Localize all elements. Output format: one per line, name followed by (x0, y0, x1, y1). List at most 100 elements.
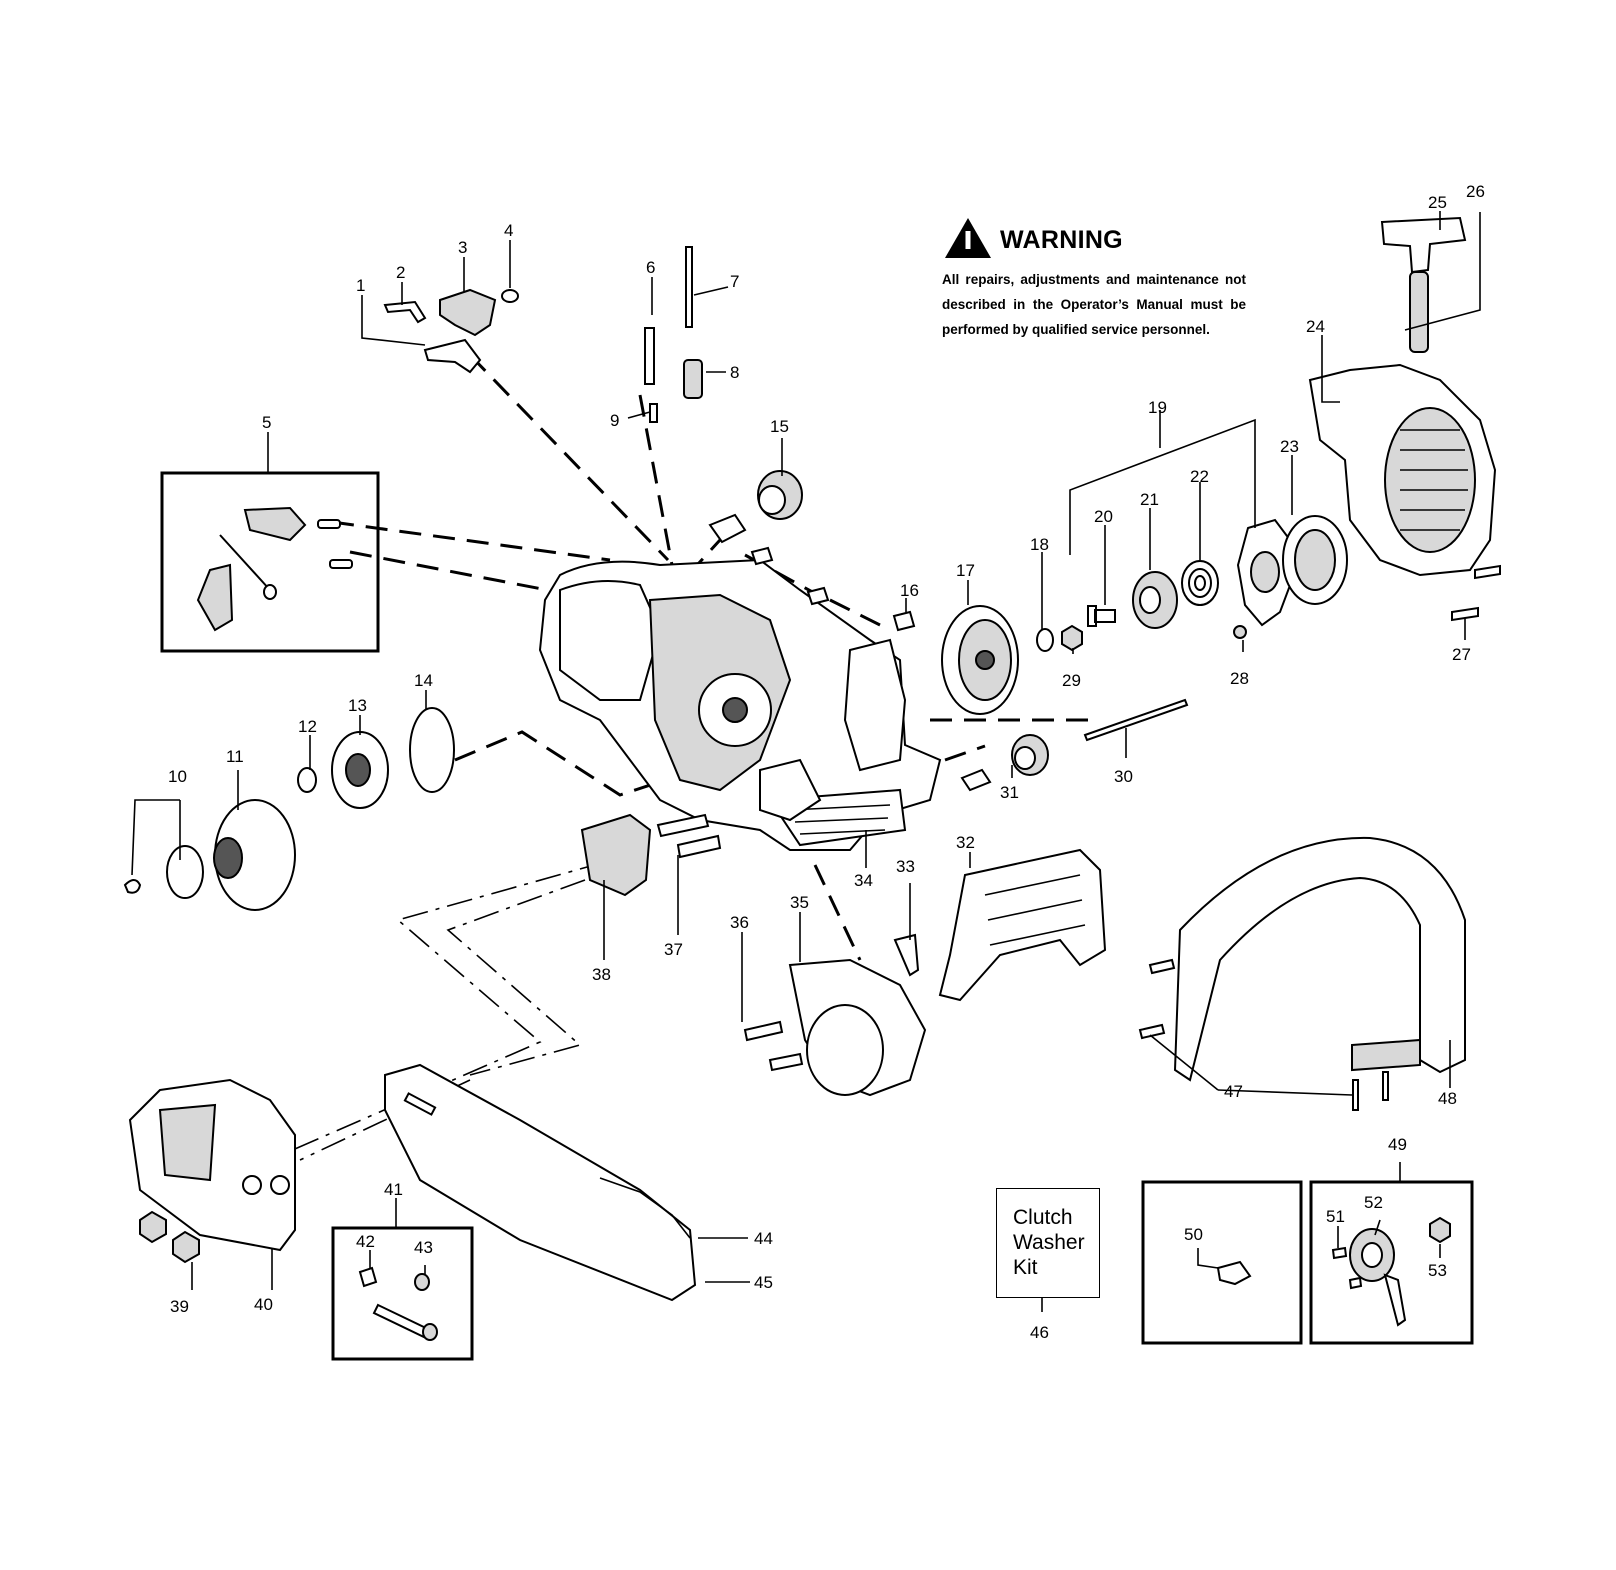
part-16-clip (892, 610, 916, 632)
part-33-spring (893, 933, 920, 977)
callout-22: 22 (1190, 467, 1209, 486)
part-45-guide-bar (384, 1063, 697, 1302)
part-31-oil-cap (960, 734, 1049, 792)
callout-28: 28 (1230, 669, 1249, 688)
callout-45: 45 (754, 1273, 773, 1292)
part-8-grommet (683, 359, 703, 399)
callout-7: 7 (730, 272, 739, 291)
kit-box-line-3: Kit (1013, 1256, 1038, 1279)
part-6-pin (644, 327, 655, 385)
part-22-spring (1181, 560, 1219, 606)
callout-49: 49 (1388, 1135, 1407, 1154)
part-51-screw (1331, 1246, 1348, 1260)
part-30-rod (1083, 698, 1189, 742)
part-37-bolt-b (676, 834, 722, 859)
callout-48: 48 (1438, 1089, 1457, 1108)
callout-13: 13 (348, 696, 367, 715)
part-27-bolt-a (1474, 564, 1501, 580)
part-21-hub (1132, 571, 1178, 629)
callout-15: 15 (770, 417, 789, 436)
part-13-clutch (331, 731, 389, 809)
bar-alignment-lines (287, 861, 606, 1161)
callout-16: 16 (900, 581, 919, 600)
part-47-bolt-b (1138, 1023, 1166, 1040)
callout-10: 10 (168, 767, 187, 786)
kit-box-50 (1141, 1180, 1303, 1345)
part-47-bolt-d (1382, 1071, 1389, 1101)
warning-title: WARNING (1000, 226, 1123, 254)
callout-8: 8 (730, 363, 739, 382)
callout-34: 34 (854, 871, 873, 890)
callout-11: 11 (226, 747, 244, 766)
callout-19: 19 (1148, 398, 1167, 417)
part-53-nut (1429, 1216, 1451, 1244)
callout-17: 17 (956, 561, 975, 580)
part-36-bolt-b (768, 1052, 804, 1072)
callout-44: 44 (754, 1229, 773, 1248)
part-47-bolt-a (1148, 958, 1176, 975)
callout-20: 20 (1094, 507, 1113, 526)
part-52-oil-pump (1349, 1228, 1407, 1327)
callout-5: 5 (262, 413, 271, 432)
callout-37: 37 (664, 940, 683, 959)
engine-housing (538, 558, 942, 851)
part-12-washer (297, 767, 317, 793)
callout-1: 1 (356, 276, 365, 295)
callout-46: 46 (1030, 1323, 1049, 1342)
callout-31: 31 (1000, 783, 1019, 802)
callout-2: 2 (396, 263, 405, 282)
warning-text: All repairs, adjustments and maintenance… (942, 272, 1246, 337)
part-48-front-handle (1173, 836, 1466, 1082)
callout-9: 9 (610, 411, 619, 430)
callout-12: 12 (298, 717, 317, 736)
callout-29: 29 (1062, 671, 1081, 690)
part-1-lever (423, 338, 482, 374)
callout-36: 36 (730, 913, 749, 932)
callout-labels: 1 2 3 4 5 6 7 8 9 10 11 12 13 14 15 16 1… (168, 182, 1485, 1342)
kit-box-49 (1309, 1180, 1474, 1345)
callout-14: 14 (414, 671, 433, 690)
part-3-switch (439, 288, 497, 337)
part-25-starter-handle (1380, 216, 1467, 353)
callout-3: 3 (458, 238, 467, 257)
part-23-recoil-spring (1282, 515, 1348, 605)
part-10-clip (123, 879, 142, 894)
callout-40: 40 (254, 1295, 273, 1314)
callout-21: 21 (1140, 490, 1159, 509)
part-5-throttle-kit (196, 506, 353, 632)
part-37-bolt-a (656, 813, 710, 838)
part-18-washer (1036, 628, 1054, 652)
callout-26: 26 (1466, 182, 1485, 201)
callout-33: 33 (896, 857, 915, 876)
leader-lines (131, 211, 1481, 1312)
part-47-bolt-c (1352, 1079, 1359, 1111)
part-15-fuel-cap (708, 470, 803, 544)
callout-25: 25 (1428, 193, 1447, 212)
kit-box-41 (331, 1226, 474, 1361)
part-11-clutch-drum (213, 799, 296, 911)
part-clip-b (806, 586, 830, 606)
part-17-flywheel (941, 605, 1019, 715)
part-35-brake-assembly (788, 958, 927, 1097)
part-39-nut-a (139, 1210, 167, 1244)
callout-38: 38 (592, 965, 611, 984)
callout-52: 52 (1364, 1193, 1383, 1212)
callout-53: 53 (1428, 1261, 1447, 1280)
callout-50: 50 (1184, 1225, 1203, 1244)
part-4-clip (501, 289, 519, 303)
callout-42: 42 (356, 1232, 375, 1251)
callout-35: 35 (790, 893, 809, 912)
kit-box-line-1: Clutch (1013, 1206, 1073, 1229)
part-41-tensioner-kit (358, 1266, 438, 1341)
callout-43: 43 (414, 1238, 433, 1257)
part-2-spring (383, 300, 427, 324)
clutch-washer-kit-box: Clutch Washer Kit (996, 1188, 1100, 1298)
part-28-nut (1233, 625, 1247, 639)
callout-4: 4 (504, 221, 513, 240)
part-14-disc (409, 707, 455, 793)
callout-39: 39 (170, 1297, 189, 1316)
part-10-washer (166, 845, 204, 899)
part-51-screw-b (1348, 1276, 1363, 1290)
kit-box-5 (160, 471, 380, 653)
